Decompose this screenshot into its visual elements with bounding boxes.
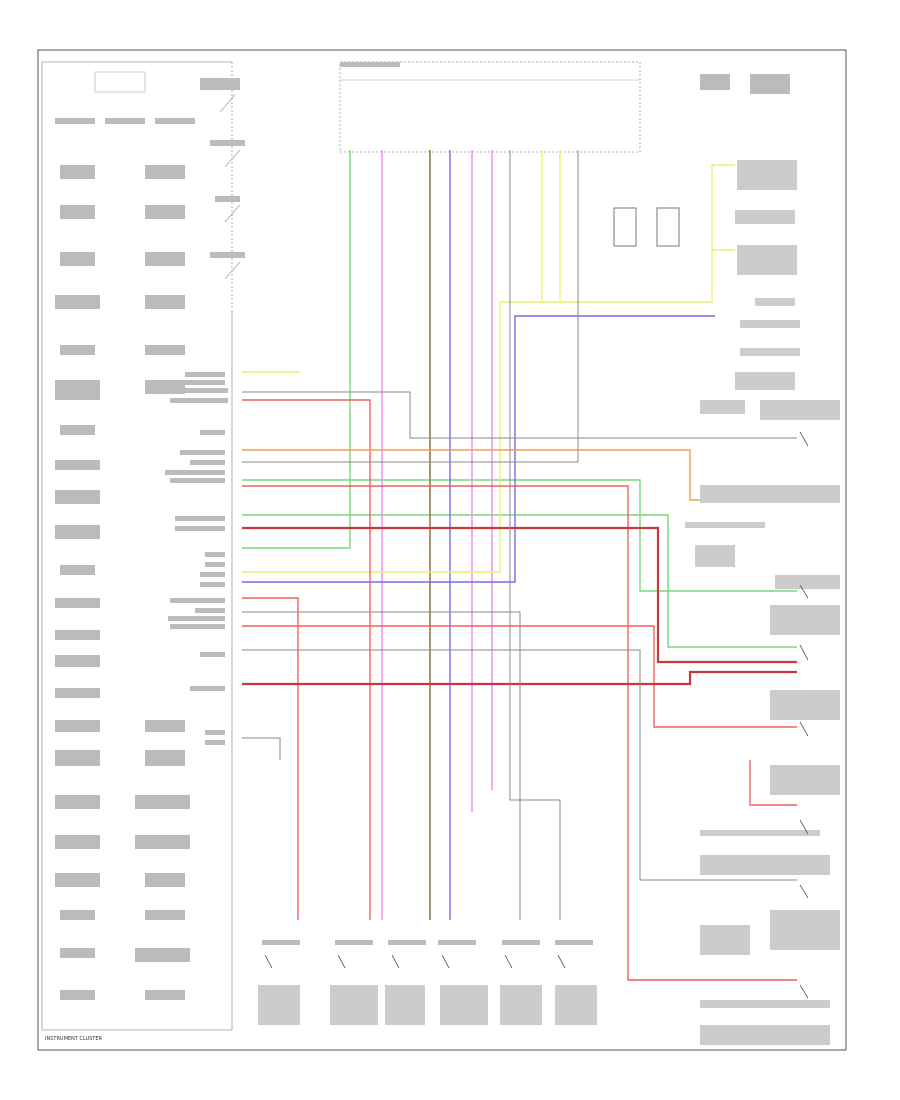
instrument-cluster-box: INSTRUMENT CLUSTER [41,61,233,1042]
cluster-internal-gauges [55,71,245,1000]
bottom-switches [258,940,597,1025]
wire-red [242,399,797,981]
diagram-frame [37,49,847,1051]
wire-yellow [242,150,735,573]
wire-green [242,150,797,648]
module-boxes [613,207,680,247]
right-components [685,160,840,1045]
right-switch-contacts [799,431,809,999]
fuse-block [339,61,790,153]
wire-blue [242,150,715,920]
wire-pink [381,150,493,920]
cluster-pin-labels [165,372,228,745]
wire-darkred [242,526,797,686]
wire-gray [242,150,797,920]
page-title: INSTRUMENT CLUSTER [45,1036,103,1042]
